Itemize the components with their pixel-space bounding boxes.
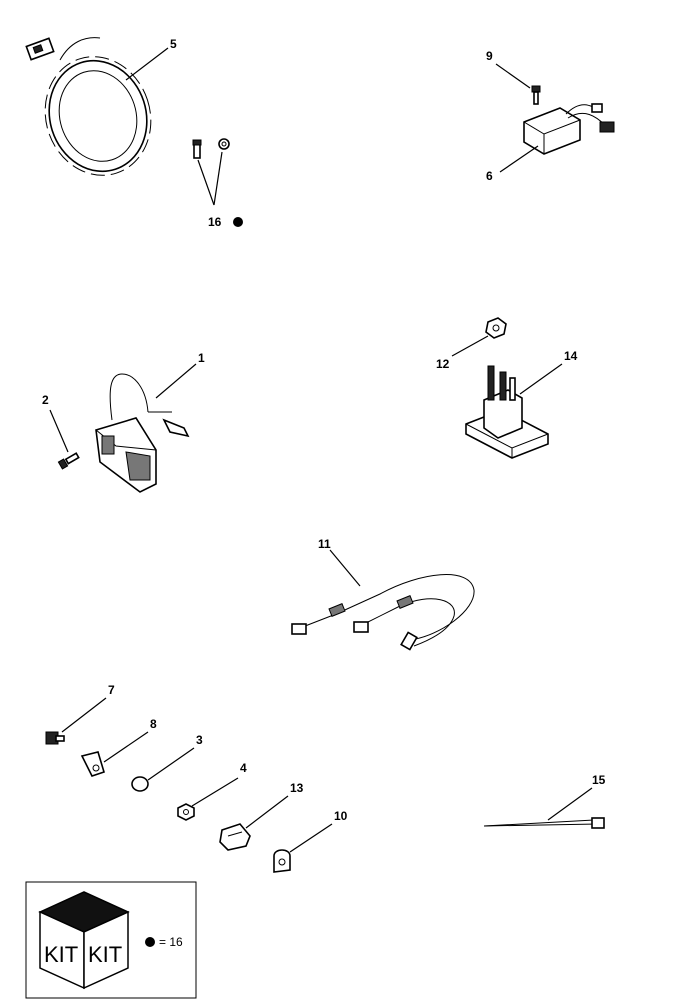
callout-16: 16	[208, 215, 222, 229]
part-16-screw-nut	[192, 138, 230, 159]
part-3-washer	[131, 776, 149, 792]
part-2-screw	[57, 452, 80, 470]
leader-5	[125, 47, 169, 81]
kit-label-right: KIT	[88, 942, 122, 967]
callout-10: 10	[334, 809, 348, 823]
part-12-nut	[485, 317, 507, 339]
kit-legend-dot-icon	[145, 937, 155, 947]
part-4-nut	[177, 803, 195, 821]
callout-15: 15	[592, 773, 606, 787]
part-7-clip	[45, 731, 65, 745]
callout-12: 12	[436, 357, 450, 371]
callout-2: 2	[42, 393, 49, 407]
leader-4	[191, 777, 239, 807]
callout-13: 13	[290, 781, 304, 795]
leader-8	[103, 731, 149, 763]
callout-14: 14	[564, 349, 578, 363]
part-11-harness	[291, 574, 475, 651]
part-5-stator	[25, 37, 152, 176]
kit-legend: KIT KIT = 16	[25, 881, 197, 999]
part-9-screw	[531, 85, 541, 105]
callout-8: 8	[150, 717, 157, 731]
leader-9	[495, 63, 531, 89]
kit-label-left: KIT	[44, 942, 78, 967]
leader-1	[155, 363, 197, 399]
leader-13	[245, 795, 289, 829]
leader-7	[61, 697, 107, 733]
leader-12	[451, 335, 489, 357]
part-8-bracket	[80, 751, 105, 777]
kit-dot-icon	[233, 217, 243, 227]
leader-16b	[213, 151, 223, 206]
callout-11: 11	[318, 537, 331, 551]
part-15-cable-tie	[483, 817, 605, 829]
leader-10	[289, 823, 333, 853]
callout-1: 1	[198, 351, 205, 365]
callout-9: 9	[486, 49, 493, 63]
leader-2	[49, 409, 69, 453]
leader-3	[147, 747, 195, 781]
part-10-clamp	[273, 849, 291, 873]
kit-box-icon	[38, 891, 130, 990]
part-13-grommet	[219, 823, 251, 851]
part-14-solenoid	[465, 365, 549, 459]
kit-legend-text: = 16	[159, 935, 183, 949]
part-1-coil	[95, 373, 190, 493]
leader-15	[547, 787, 593, 821]
leader-6	[499, 145, 539, 173]
leader-11	[329, 549, 361, 587]
leader-16a	[197, 159, 215, 206]
callout-6: 6	[486, 169, 493, 183]
leader-14	[519, 363, 563, 395]
callout-4: 4	[240, 761, 247, 775]
part-6-module	[523, 103, 615, 155]
callout-5: 5	[170, 37, 177, 51]
callout-7: 7	[108, 683, 115, 697]
callout-3: 3	[196, 733, 203, 747]
